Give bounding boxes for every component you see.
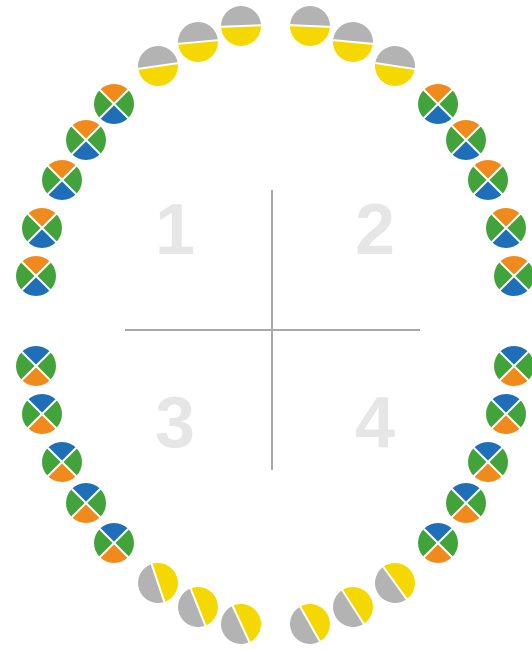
tooth-upper-left-5 xyxy=(446,120,486,160)
tooth-lower-left-8 xyxy=(16,346,56,386)
quadrant-number-2: 2 xyxy=(355,190,395,270)
tooth-lower-right-7 xyxy=(486,394,526,434)
tooth-upper-left-6 xyxy=(468,160,508,200)
teeth-arch xyxy=(16,5,532,650)
tooth-lower-left-1 xyxy=(214,597,267,650)
tooth-crown-lower-half xyxy=(289,25,330,47)
quadrant-numbers: 1 2 3 4 xyxy=(155,190,395,463)
tooth-lower-right-4 xyxy=(418,523,458,563)
tooth-upper-left-7 xyxy=(486,208,526,248)
tooth-upper-right-5 xyxy=(66,120,106,160)
tooth-lower-left-2 xyxy=(172,581,224,633)
tooth-upper-left-2 xyxy=(331,20,375,64)
tooth-crown-upper-half xyxy=(220,5,261,26)
tooth-lower-left-6 xyxy=(42,442,82,482)
tooth-lower-right-3 xyxy=(367,555,423,611)
quadrant-number-4: 4 xyxy=(355,383,395,463)
tooth-upper-left-1 xyxy=(289,5,331,47)
tooth-upper-right-4 xyxy=(94,84,134,124)
tooth-upper-left-3 xyxy=(372,43,418,89)
tooth-upper-right-1 xyxy=(220,5,261,46)
tooth-upper-left-8 xyxy=(494,256,532,296)
tooth-lower-right-1 xyxy=(283,597,338,650)
tooth-lower-left-3 xyxy=(133,558,184,609)
tooth-upper-right-7 xyxy=(22,208,62,248)
tooth-lower-left-4 xyxy=(94,523,134,563)
quadrant-number-3: 3 xyxy=(155,383,195,463)
tooth-crown-lower-half xyxy=(221,25,262,46)
tooth-lower-right-2 xyxy=(325,579,380,634)
tooth-upper-right-8 xyxy=(16,256,56,296)
tooth-lower-right-5 xyxy=(446,483,486,523)
quadrant-number-1: 1 xyxy=(155,190,195,270)
tooth-upper-right-6 xyxy=(42,160,82,200)
tooth-crown-upper-half xyxy=(290,5,331,27)
tooth-upper-right-3 xyxy=(135,43,180,88)
tooth-lower-right-6 xyxy=(468,442,508,482)
tooth-upper-left-4 xyxy=(418,84,458,124)
tooth-lower-left-7 xyxy=(22,394,62,434)
tooth-lower-left-5 xyxy=(66,483,106,523)
tooth-upper-right-2 xyxy=(176,20,219,63)
tooth-lower-right-8 xyxy=(494,346,532,386)
